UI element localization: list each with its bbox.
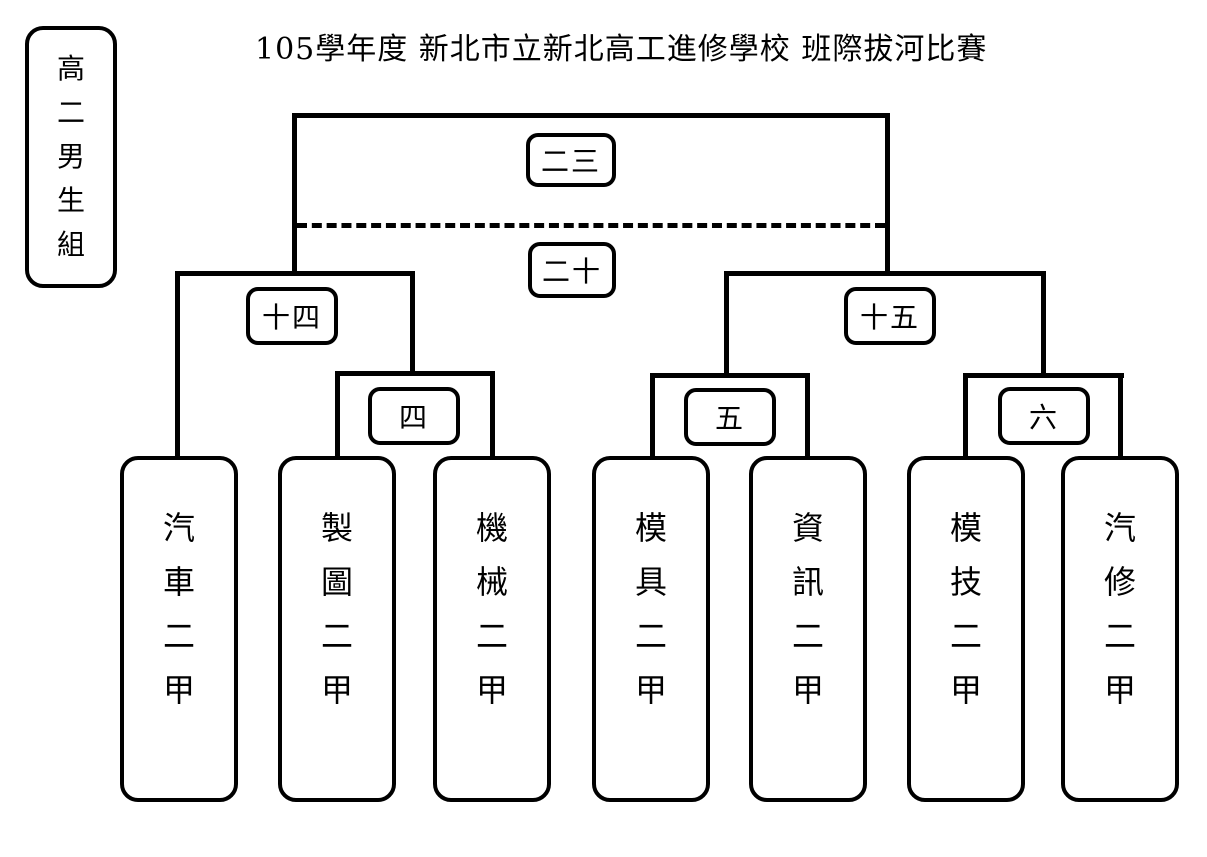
round-label-q-right: 六 [998, 387, 1090, 445]
team-char: 二 [791, 617, 824, 655]
team-char: 甲 [791, 671, 824, 709]
q-left-top-line [335, 371, 495, 376]
team-box: 製 圖 二 甲 [278, 456, 396, 802]
team-box: 汽 修 二 甲 [1061, 456, 1179, 802]
team-char: 甲 [1103, 671, 1136, 709]
team-char: 機 [475, 509, 508, 547]
team-char: 製 [320, 509, 353, 547]
team-char: 模 [949, 509, 982, 547]
q-mid-left-line [650, 373, 655, 459]
q-right-left-line [963, 373, 968, 459]
team-char: 具 [634, 563, 667, 601]
team-box: 模 技 二 甲 [907, 456, 1025, 802]
page-title: 105學年度 新北市立新北高工進修學校 班際拔河比賽 [255, 32, 988, 67]
team-char: 汽 [162, 509, 195, 547]
team-char: 二 [162, 617, 195, 655]
team-char: 甲 [162, 671, 195, 709]
team-char: 二 [475, 617, 508, 655]
group-char: 生 [56, 184, 85, 217]
team-char: 甲 [475, 671, 508, 709]
team-box: 模 具 二 甲 [592, 456, 710, 802]
team-char: 車 [162, 563, 195, 601]
semi-left-top-line [175, 271, 415, 276]
q-left-right-line [490, 371, 495, 459]
q-mid-top-line [650, 373, 810, 378]
q-left-left-line [335, 371, 340, 459]
semi-right-right-line [1041, 271, 1046, 375]
team-char: 圖 [320, 563, 353, 601]
round-label-third-place: 二十 [528, 242, 616, 298]
final-right-line [885, 113, 890, 273]
team-char: 甲 [634, 671, 667, 709]
q-right-right-line [1118, 373, 1123, 459]
group-char: 二 [56, 96, 85, 129]
team-char: 二 [320, 617, 353, 655]
round-label-q-left: 四 [368, 387, 460, 445]
semi-left-right-line [410, 271, 415, 375]
final-top-line [292, 113, 890, 118]
team-box: 資 訊 二 甲 [749, 456, 867, 802]
team-char: 二 [949, 617, 982, 655]
team-char: 模 [634, 509, 667, 547]
group-char: 組 [56, 228, 85, 261]
team-char: 汽 [1103, 509, 1136, 547]
round-label-semi-left: 十四 [246, 287, 338, 345]
semi-right-left-line [724, 271, 729, 375]
team-char: 資 [791, 509, 824, 547]
third-place-divider [297, 223, 885, 228]
team-char: 甲 [320, 671, 353, 709]
team-char: 訊 [791, 563, 824, 601]
round-label-semi-right: 十五 [844, 287, 936, 345]
round-label-q-mid: 五 [684, 388, 776, 446]
team-char: 修 [1103, 563, 1136, 601]
team-box: 汽 車 二 甲 [120, 456, 238, 802]
q-right-top-line [963, 373, 1124, 378]
group-char: 高 [56, 52, 85, 85]
semi-right-top-line [724, 271, 1046, 276]
q-mid-right-line [805, 373, 810, 459]
team-char: 械 [475, 563, 508, 601]
group-label-box: 高 二 男 生 組 [25, 26, 117, 288]
round-label-final: 二三 [526, 133, 616, 187]
group-char: 男 [56, 140, 85, 173]
team-char: 技 [949, 563, 982, 601]
team-char: 二 [634, 617, 667, 655]
semi-left-left-line [175, 271, 180, 459]
team-char: 甲 [949, 671, 982, 709]
final-left-line [292, 113, 297, 273]
team-char: 二 [1103, 617, 1136, 655]
team-box: 機 械 二 甲 [433, 456, 551, 802]
